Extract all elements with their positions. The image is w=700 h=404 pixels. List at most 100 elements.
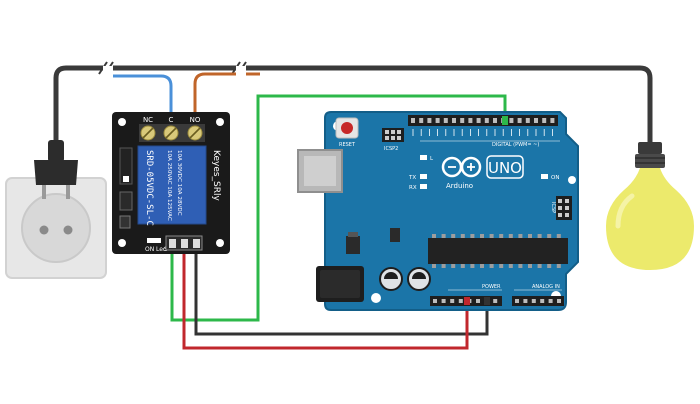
relay-label-led: Led — [156, 246, 167, 253]
relay-diode-band — [123, 176, 129, 182]
microcontroller-leg — [489, 234, 494, 238]
digital-pin[interactable] — [460, 118, 465, 123]
microcontroller-leg — [470, 264, 475, 268]
uno-label: UNO — [488, 159, 522, 177]
microcontroller-leg — [508, 264, 513, 268]
relay-mount-hole — [118, 239, 126, 247]
power-pin[interactable] — [458, 299, 463, 303]
microcontroller-leg — [508, 234, 513, 238]
light-bulb — [606, 142, 694, 270]
digital-label: DIGITAL (PWM= ~) — [492, 142, 539, 148]
analog-pin[interactable] — [515, 299, 519, 303]
gnd-wire-endpoint — [484, 297, 490, 305]
digital-header — [408, 115, 558, 126]
relay-pin-gnd[interactable] — [193, 239, 200, 248]
digital-pin[interactable] — [484, 118, 489, 123]
screw-terminal-no — [187, 125, 203, 141]
relay-module: NC C NO SRD-05VDC-SL-C 10A 250VAC 10A 12… — [112, 112, 230, 254]
microcontroller-leg — [451, 234, 456, 238]
relay-diode — [119, 147, 133, 185]
power-pin[interactable] — [493, 299, 498, 303]
microcontroller-leg — [470, 234, 475, 238]
digital-pin[interactable] — [452, 118, 456, 123]
reset-button[interactable] — [341, 122, 353, 134]
digital-pin[interactable] — [525, 118, 530, 123]
analog-pin[interactable] — [540, 299, 545, 303]
analog-pin[interactable] — [548, 299, 553, 303]
relay-spec-line-1: 10A 250VAC 10A 125VAC — [166, 150, 172, 221]
mains-wire-left — [53, 65, 103, 150]
microcontroller-leg — [489, 264, 494, 268]
relay-label-on: ON — [145, 246, 154, 253]
gnd-wire — [194, 250, 489, 336]
digital-pin[interactable] — [476, 118, 481, 123]
analog-pin[interactable] — [531, 299, 536, 303]
relay-pin-vcc[interactable] — [181, 239, 188, 248]
microcontroller-leg — [547, 264, 552, 268]
power-pin[interactable] — [476, 299, 480, 303]
relay-no-lead — [193, 72, 236, 118]
relay-brand: Keyes_SRly — [211, 150, 221, 202]
microcontroller-leg — [441, 234, 446, 238]
digital-pins — [411, 118, 555, 123]
vcc-wire — [182, 250, 469, 350]
microcontroller-leg — [460, 234, 465, 238]
socket-well — [21, 193, 91, 263]
relay-body — [137, 145, 207, 225]
microcontroller-leg — [518, 234, 523, 238]
digital-pin[interactable] — [443, 118, 448, 123]
reset-label: RESET — [339, 142, 356, 148]
power-pin[interactable] — [441, 299, 446, 303]
relay-part-number: SRD-05VDC-SL-C — [144, 150, 154, 226]
microcontroller-leg — [460, 264, 465, 268]
digital-pin[interactable] — [509, 118, 514, 123]
digital-pin[interactable] — [517, 118, 522, 123]
analog-header — [512, 296, 564, 306]
arduino-uno: RESET ICSP2 DIGITAL (PWM= ~) L TX RX — [297, 111, 579, 311]
plug-cable-sleeve — [48, 140, 64, 162]
digital-pin[interactable] — [468, 118, 473, 123]
voltage-regulator-tab — [348, 232, 358, 237]
analog-pin[interactable] — [557, 299, 561, 303]
power-pin[interactable] — [433, 299, 437, 303]
screw-terminal-nc — [140, 125, 156, 141]
microcontroller-leg — [518, 264, 523, 268]
microcontroller-leg — [556, 234, 561, 238]
microcontroller-leg — [537, 234, 542, 238]
microcontroller-leg — [528, 264, 532, 268]
terminal-label-nc: NC — [143, 116, 153, 124]
arduino-mount-hole — [371, 293, 381, 303]
plug-pin-right — [66, 185, 70, 199]
microcontroller-leg — [499, 234, 504, 238]
microcontroller-leg — [432, 234, 436, 238]
arduino-mount-hole — [568, 176, 576, 184]
digital-pin[interactable] — [493, 118, 497, 123]
digital-pin[interactable] — [435, 118, 440, 123]
led-on — [541, 174, 548, 179]
vcc-wire-endpoint — [464, 297, 470, 305]
digital-pin[interactable] — [550, 118, 555, 123]
led-on-label: ON — [551, 175, 559, 181]
digital-pin[interactable] — [542, 118, 547, 123]
icsp2-label: ICSP2 — [384, 146, 398, 152]
led-rx — [420, 184, 427, 189]
analog-pins — [515, 299, 561, 303]
analog-label: ANALOG IN — [532, 284, 560, 290]
microcontroller — [428, 238, 568, 264]
relay-spec-line-2: 10A 30VDC 10A 28VDC — [176, 150, 182, 216]
analog-pin[interactable] — [523, 299, 528, 303]
terminal-label-c: C — [169, 116, 174, 124]
relay-pin-signal[interactable] — [169, 239, 176, 248]
power-pin[interactable] — [450, 299, 455, 303]
digital-pin[interactable] — [419, 118, 424, 123]
digital-pin[interactable] — [534, 118, 538, 123]
microcontroller-leg — [556, 264, 561, 268]
digital-pin[interactable] — [411, 118, 415, 123]
plug-body — [34, 160, 78, 185]
bulb-cap-base — [635, 154, 665, 168]
microcontroller-leg — [432, 264, 436, 268]
led-rx-label: RX — [409, 185, 417, 191]
digital-pin[interactable] — [427, 118, 432, 123]
relay-mount-hole — [118, 118, 126, 126]
